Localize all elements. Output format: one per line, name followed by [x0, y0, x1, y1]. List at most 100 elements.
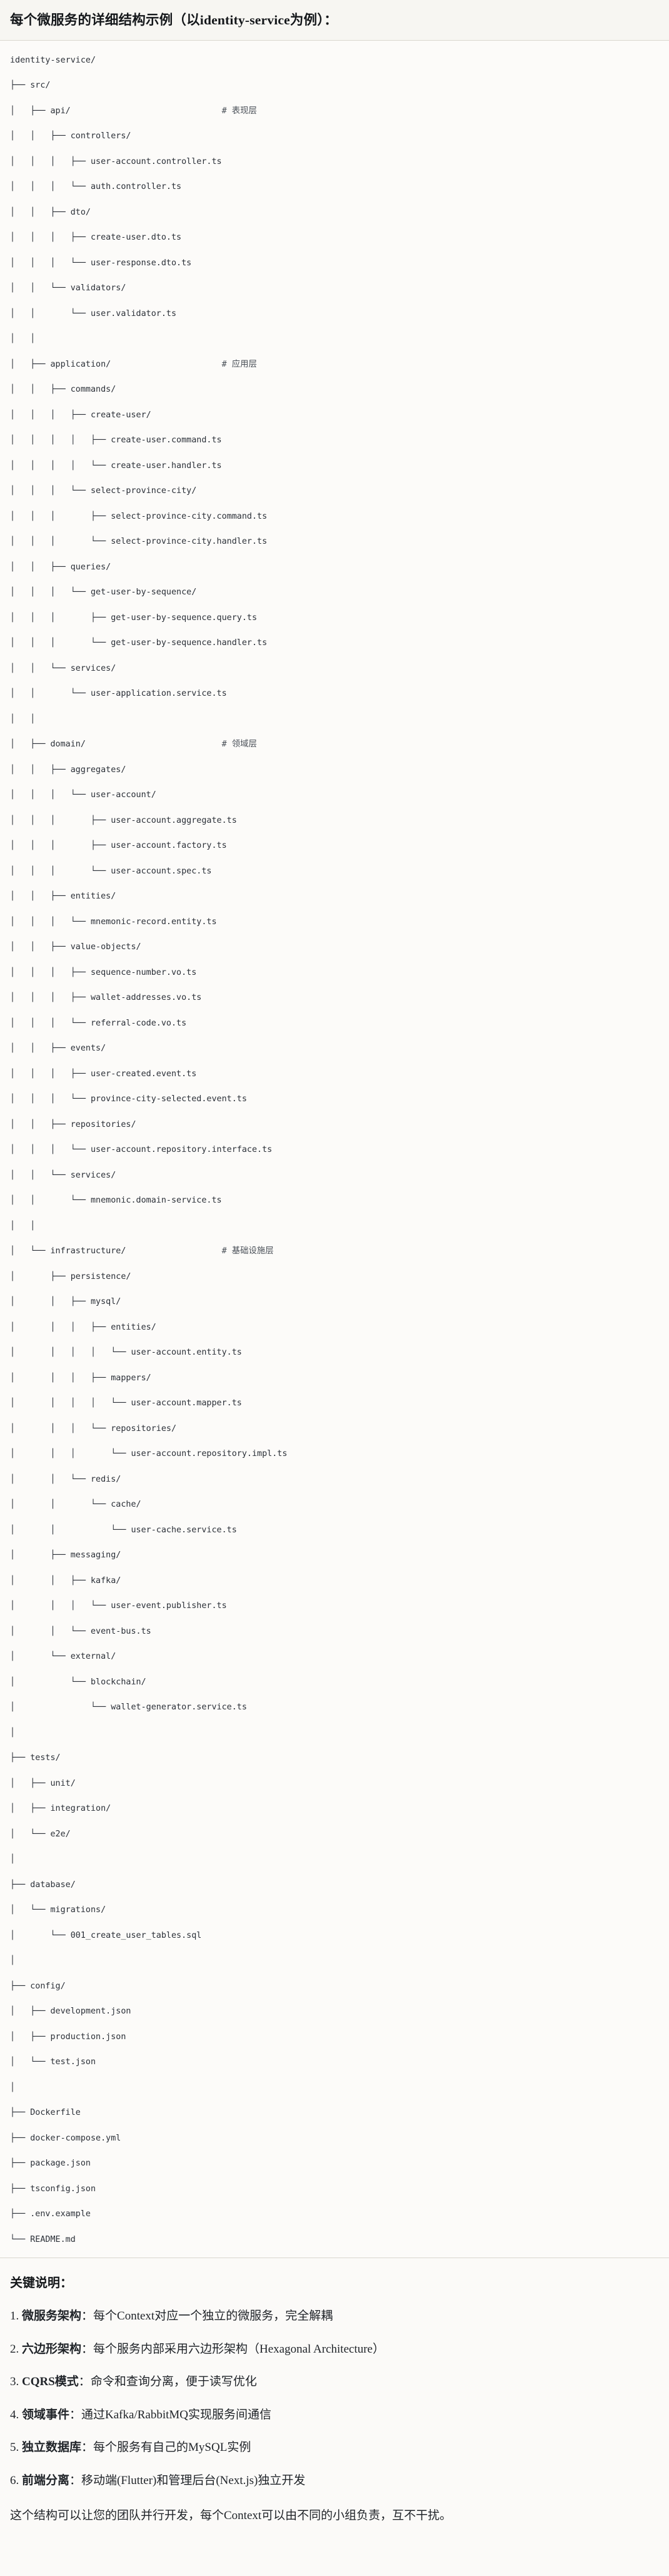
- key-note-separator: ：: [78, 2375, 91, 2389]
- key-note-item: 2. 六边形架构：每个服务内部采用六边形架构（Hexagonal Archite…: [10, 2341, 659, 2358]
- tree-line-path: │ │ │ └── user-account.repository.interf…: [10, 1145, 273, 1155]
- tree-line-path: ├── tests/: [10, 1753, 61, 1763]
- key-note-term: 独立数据库: [22, 2441, 82, 2455]
- tree-line-path: │ ├── integration/: [10, 1804, 111, 1814]
- tree-line-path: ├── package.json: [10, 2159, 91, 2169]
- tree-line-path: ├── config/: [10, 1981, 66, 1991]
- tree-line-path: │ │ └── event-bus.ts: [10, 1626, 151, 1636]
- tree-line: │ ├── domain/ # 领域层: [10, 738, 659, 751]
- tree-line-path: │ │ ├── dto/: [10, 207, 91, 217]
- tree-line-path: │ ├── application/: [10, 359, 222, 369]
- tree-line-path: │ │ ├── entities/: [10, 892, 116, 902]
- key-note-separator: ：: [69, 2473, 82, 2487]
- tree-line-comment: # 基础设施层: [221, 1246, 274, 1256]
- tree-line-path: │ │ ├── queries/: [10, 562, 111, 572]
- tree-line-path: │: [10, 2082, 16, 2092]
- tree-line-path: ├── tsconfig.json: [10, 2184, 96, 2194]
- key-note-number: 3.: [10, 2375, 22, 2389]
- key-note-item: 1. 微服务架构：每个Context对应一个独立的微服务，完全解耦: [10, 2308, 659, 2325]
- tree-line-path: │ │ └── redis/: [10, 1474, 121, 1484]
- key-note-number: 6.: [10, 2473, 22, 2487]
- tree-line-path: │ │ ├── events/: [10, 1044, 106, 1054]
- tree-line-path: │ ├── unit/: [10, 1778, 76, 1788]
- tree-line-path: │ │: [10, 1221, 36, 1231]
- tree-line-path: │ │ │ ├── entities/: [10, 1322, 156, 1332]
- tree-line-path: │ │ │ └── user-event.publisher.ts: [10, 1601, 227, 1611]
- tree-line-path: │ │ └── services/: [10, 663, 116, 673]
- tree-line-path: │ └── external/: [10, 1652, 116, 1662]
- tree-line-path: ├── .env.example: [10, 2209, 91, 2219]
- key-note-item: 4. 领域事件：通过Kafka/RabbitMQ实现服务间通信: [10, 2406, 659, 2424]
- tree-line-path: │ │ └── user.validator.ts: [10, 308, 177, 318]
- tree-line-path: │ ├── development.json: [10, 2007, 131, 2017]
- tree-line-path: │ │ │ └── get-user-by-sequence.handler.t…: [10, 638, 268, 648]
- tree-line-path: │ └── 001_create_user_tables.sql: [10, 1930, 202, 1940]
- key-note-description: 移动端(Flutter)和管理后台(Next.js)独立开发: [81, 2473, 306, 2487]
- tree-line-path: │ │ │ │ ├── create-user.command.ts: [10, 435, 222, 445]
- tree-line-path: │ ├── production.json: [10, 2032, 126, 2042]
- tree-line-path: identity-service/: [10, 55, 96, 65]
- key-note-term: CQRS模式: [22, 2375, 79, 2389]
- tree-line-path: │ │ └── services/: [10, 1170, 116, 1180]
- tree-line-path: │ │ │ ├── create-user/: [10, 410, 151, 420]
- tree-line-path: │ │ │ └── user-account.repository.impl.t…: [10, 1449, 288, 1459]
- tree-line: │ ├── application/ # 应用层: [10, 359, 659, 371]
- tree-line-path: │ │ │ ├── get-user-by-sequence.query.ts: [10, 613, 258, 623]
- tree-line-path: ├── docker-compose.yml: [10, 2133, 121, 2143]
- tree-line-path: │ │ │ ├── wallet-addresses.vo.ts: [10, 993, 202, 1003]
- tree-line-path: │ │ ├── aggregates/: [10, 765, 126, 775]
- tree-line-path: │: [10, 1855, 16, 1865]
- tree-line-path: ├── Dockerfile: [10, 2108, 81, 2118]
- tree-line-path: │ │ ├── mysql/: [10, 1297, 121, 1307]
- tree-line-path: │ │ └── user-cache.service.ts: [10, 1525, 237, 1535]
- tree-line-path: │ │ │ │ └── user-account.mapper.ts: [10, 1398, 242, 1408]
- tree-line-path: │ │ │ │ └── user-account.entity.ts: [10, 1348, 242, 1358]
- tree-line-path: │ │ │ └── referral-code.vo.ts: [10, 1018, 187, 1028]
- tree-line-path: │ │ │ │ └── create-user.handler.ts: [10, 461, 222, 471]
- key-note-description: 每个Context对应一个独立的微服务，完全解耦: [93, 2309, 333, 2323]
- tree-line-path: │ ├── domain/: [10, 740, 222, 750]
- tree-line-path: │ │ └── validators/: [10, 283, 126, 293]
- page-title: 每个微服务的详细结构示例（以identity-service为例）：: [10, 13, 338, 28]
- header-band: 每个微服务的详细结构示例（以identity-service为例）：: [0, 0, 669, 40]
- key-note-number: 5.: [10, 2441, 22, 2455]
- key-notes-list: 1. 微服务架构：每个Context对应一个独立的微服务，完全解耦 2. 六边形架…: [10, 2308, 659, 2489]
- tree-line-path: │ │ │ └── repositories/: [10, 1423, 177, 1433]
- tree-line-path: │ ├── api/: [10, 106, 222, 116]
- key-note-description: 命令和查询分离，便于读写优化: [90, 2375, 257, 2389]
- tree-line-path: │ │ │ ├── user-account.factory.ts: [10, 841, 227, 851]
- key-notes-title: 关键说明：: [10, 2276, 73, 2291]
- key-note-item: 5. 独立数据库：每个服务有自己的MySQL实例: [10, 2439, 659, 2456]
- tree-line-path: │ │ │ ├── mappers/: [10, 1373, 151, 1383]
- tree-line-comment: # 应用层: [221, 359, 257, 369]
- directory-tree: identity-service/ ├── src/ │ ├── api/ # …: [10, 54, 659, 2246]
- tree-line-path: │ │ │ └── get-user-by-sequence/: [10, 588, 197, 598]
- key-note-separator: ：: [69, 2408, 82, 2421]
- tree-line-path: │ └── wallet-generator.service.ts: [10, 1703, 247, 1713]
- tree-line-path: ├── src/: [10, 81, 51, 91]
- tree-line-path: └── README.md: [10, 2234, 76, 2244]
- tree-line-path: │ │: [10, 334, 36, 344]
- tree-line-path: │ │ ├── kafka/: [10, 1576, 121, 1586]
- tree-line: │ ├── api/ # 表现层: [10, 105, 659, 118]
- key-note-number: 4.: [10, 2408, 22, 2421]
- tree-line-path: │ │ │ └── user-account.spec.ts: [10, 866, 212, 876]
- tree-line-path: │ │: [10, 714, 36, 724]
- tree-line-path: │: [10, 1956, 16, 1966]
- key-note-description: 每个服务内部采用六边形架构（Hexagonal Architecture）: [93, 2342, 385, 2356]
- tree-line-path: │ └── test.json: [10, 2057, 96, 2067]
- tree-line-path: │ │ │ └── province-city-selected.event.t…: [10, 1094, 247, 1104]
- key-note-term: 领域事件: [22, 2408, 70, 2421]
- key-note-separator: ：: [81, 2309, 94, 2323]
- tree-line-path: │ │ │ └── auth.controller.ts: [10, 182, 182, 192]
- key-note-separator: ：: [81, 2441, 94, 2455]
- tree-line-path: │ │ └── mnemonic.domain-service.ts: [10, 1196, 222, 1206]
- key-note-term: 前端分离: [22, 2473, 70, 2487]
- tree-line-path: │ └── infrastructure/: [10, 1246, 222, 1256]
- tree-line-path: │ ├── messaging/: [10, 1550, 121, 1560]
- tree-line-path: │ │ ├── repositories/: [10, 1119, 136, 1129]
- tree-line-path: │ │ └── user-application.service.ts: [10, 689, 227, 699]
- key-note-description: 通过Kafka/RabbitMQ实现服务间通信: [81, 2408, 272, 2421]
- closing-paragraph: 这个结构可以让您的团队并行开发，每个Context可以由不同的小组负责，互不干扰…: [10, 2509, 452, 2523]
